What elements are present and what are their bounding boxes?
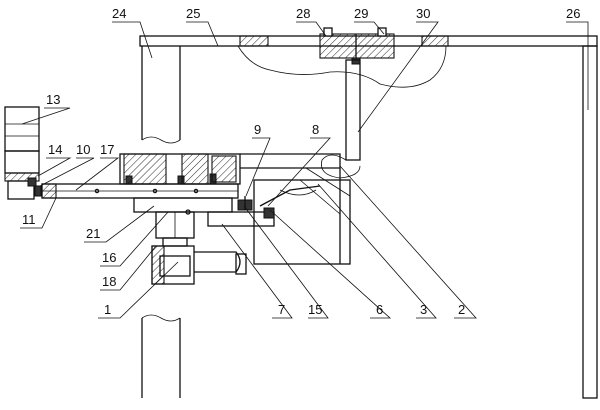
label-10: 10 (76, 142, 90, 157)
arm-assembly (207, 185, 321, 227)
label-25: 25 (186, 6, 200, 21)
housing (253, 167, 351, 265)
label-17: 17 (100, 142, 114, 157)
label-21: 21 (86, 226, 100, 241)
slide-carriage (133, 197, 233, 239)
label-15: 15 (308, 302, 322, 317)
cutaway-outline (237, 45, 447, 88)
part-labels: 24 25 28 29 30 26 13 14 10 17 9 8 11 21 … (22, 6, 580, 317)
clamp-block (319, 27, 395, 65)
label-3: 3 (420, 302, 427, 317)
label-16: 16 (102, 250, 116, 265)
leader-lines (20, 21, 589, 319)
label-9: 9 (254, 122, 261, 137)
motor (4, 106, 42, 200)
label-7: 7 (278, 302, 285, 317)
label-18: 18 (102, 274, 116, 289)
label-13: 13 (46, 92, 60, 107)
table-plate (119, 153, 341, 185)
label-11: 11 (22, 212, 36, 227)
label-6: 6 (376, 302, 383, 317)
label-28: 28 (296, 6, 310, 21)
gripper-assembly (151, 237, 247, 285)
vertical-support (321, 59, 361, 179)
lower-post (141, 314, 181, 398)
label-26: 26 (566, 6, 580, 21)
label-29: 29 (354, 6, 368, 21)
label-30: 30 (416, 6, 430, 21)
label-14: 14 (48, 142, 62, 157)
label-8: 8 (312, 122, 319, 137)
label-24: 24 (112, 6, 126, 21)
upper-post (141, 46, 181, 144)
label-1: 1 (104, 302, 111, 317)
right-column (582, 45, 598, 399)
label-2: 2 (458, 302, 465, 317)
